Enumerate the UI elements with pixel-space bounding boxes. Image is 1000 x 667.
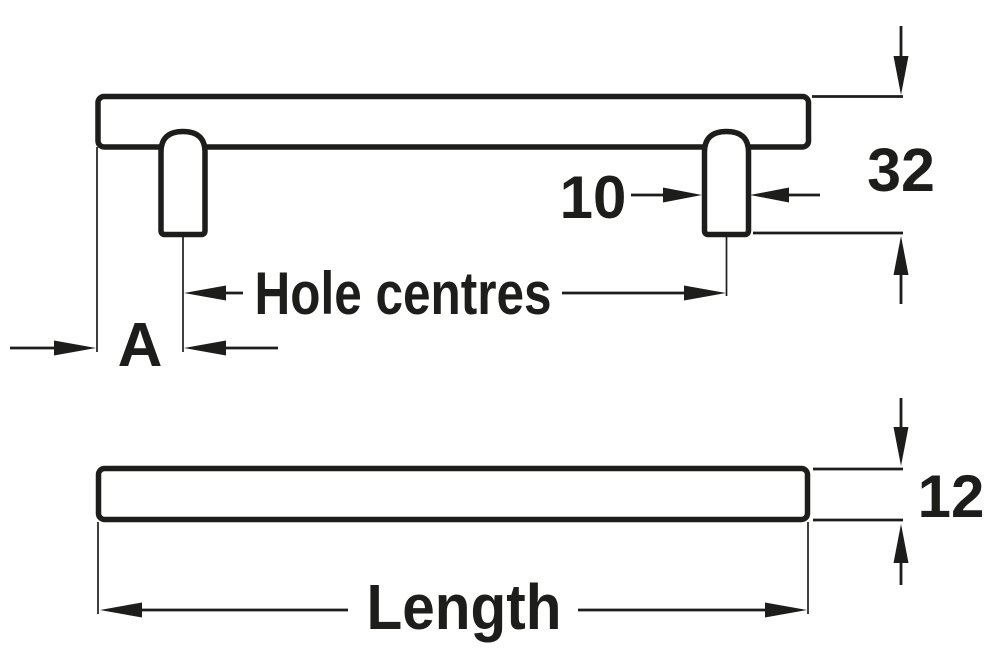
handle-rail-side (95, 465, 811, 523)
handle-front-view (95, 93, 812, 238)
arrow-left-icon (750, 187, 789, 203)
overall-height-label: 32 (867, 136, 935, 204)
arrow-left-icon (100, 602, 142, 618)
extension-lines (96, 147, 809, 614)
edge-distance-label: A (118, 311, 163, 380)
arrow-right-icon (765, 602, 807, 618)
dimension-rail-thickness: 12 (813, 398, 984, 585)
rail-thickness-label: 12 (918, 463, 985, 530)
handle-right-post (701, 128, 752, 238)
dimension-edge-distance: A (10, 311, 278, 380)
arrow-right-icon (663, 187, 702, 203)
arrow-down-icon (893, 427, 909, 466)
handle-left-post (158, 128, 208, 238)
arrow-right-icon (684, 285, 726, 301)
arrow-down-icon (893, 56, 909, 95)
post-width-label: 10 (560, 164, 627, 231)
dimension-length: Length (100, 571, 807, 643)
hole-centres-label: Hole centres (255, 260, 552, 327)
handle-rail-front (95, 93, 812, 150)
arrow-left-icon (184, 285, 226, 301)
arrow-up-icon (893, 524, 909, 563)
dimension-hole-centres: Hole centres (184, 260, 726, 327)
arrow-left-icon (184, 340, 226, 356)
dimension-overall-height: 32 (753, 26, 935, 304)
length-label: Length (367, 571, 562, 643)
arrow-right-icon (54, 340, 96, 356)
handle-side-view (95, 465, 811, 523)
dimension-post-width: 10 (560, 164, 820, 231)
arrow-up-icon (893, 236, 909, 275)
